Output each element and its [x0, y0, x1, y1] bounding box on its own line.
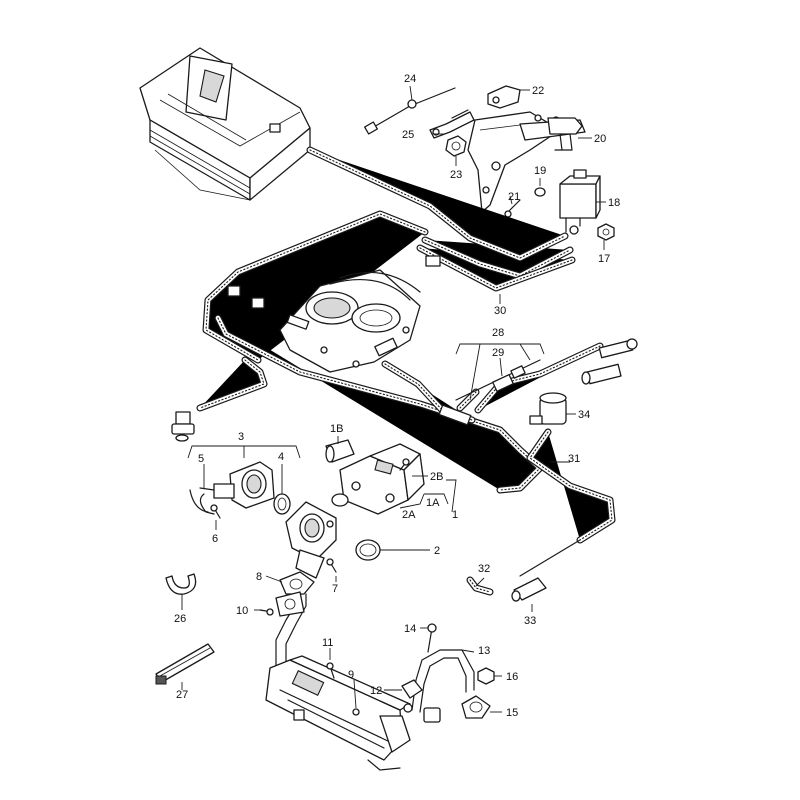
callout-4: 4 [278, 451, 284, 463]
callout-33: 33 [524, 615, 536, 627]
callout-5: 5 [198, 453, 204, 465]
bolt-6 [210, 504, 221, 519]
callout-3: 3 [238, 431, 244, 443]
bolt-11 [326, 662, 335, 679]
callout-27: 27 [176, 689, 188, 701]
cable-tie-27 [155, 643, 215, 685]
callout-30: 30 [494, 305, 506, 317]
bolt-7 [326, 558, 337, 573]
callout-12: 12 [370, 685, 382, 697]
callout-25: 25 [402, 129, 414, 141]
callout-19: 19 [534, 165, 546, 177]
callout-32: 32 [478, 563, 490, 575]
egr-cooler-9 [265, 655, 413, 771]
air-filter-housing [139, 47, 311, 201]
bolt-25 [429, 109, 475, 139]
egr-pipe [275, 591, 307, 671]
callout-labels: 24 22 25 20 23 19 21 18 17 30 28 29 34 3… [174, 73, 620, 719]
hose-clamp-26 [165, 573, 197, 595]
callout-1B: 1B [330, 423, 343, 435]
screw-24 [364, 87, 456, 135]
vacuum-hose-30 [206, 150, 572, 360]
hose-32 [470, 580, 490, 592]
vacuum-hose-31 [200, 318, 612, 577]
washer-19 [534, 187, 546, 197]
nut-16 [477, 667, 495, 685]
callout-2: 2 [434, 545, 440, 557]
callout-34: 34 [578, 409, 590, 421]
callout-22: 22 [532, 85, 544, 97]
callout-20: 20 [594, 133, 606, 145]
clip-22 [487, 85, 521, 109]
bolt-2B [399, 458, 410, 471]
hose-connector-29 [492, 365, 526, 392]
callout-14: 14 [404, 623, 416, 635]
throttle-body-3 [199, 461, 275, 515]
callout-21: 21 [508, 191, 520, 203]
vacuum-reservoir-34 [529, 392, 567, 425]
cover-1B [325, 439, 355, 463]
callout-13: 13 [478, 645, 490, 657]
callout-7: 7 [332, 583, 338, 595]
callout-26: 26 [174, 613, 186, 625]
callout-23: 23 [450, 169, 462, 181]
callout-1A: 1A [426, 497, 440, 509]
seal-ring-2 [355, 539, 381, 561]
callout-6: 6 [212, 533, 218, 545]
gasket-2A [331, 493, 349, 507]
callout-31: 31 [568, 453, 580, 465]
egr-valve-1A [339, 443, 425, 515]
callout-18: 18 [608, 197, 620, 209]
callout-10: 10 [236, 605, 248, 617]
gasket-12 [401, 679, 423, 699]
solenoid-valve-18 [559, 169, 601, 235]
callout-11: 11 [322, 637, 333, 649]
intake-manifold [279, 269, 421, 373]
gasket-4 [273, 493, 291, 515]
connector-20 [547, 117, 583, 151]
callout-2B: 2B [430, 471, 443, 483]
callout-24: 24 [404, 73, 416, 85]
callout-17: 17 [598, 253, 610, 265]
leader-lines [181, 85, 606, 713]
egr-pipe-13 [411, 649, 475, 723]
callout-28: 28 [492, 327, 504, 339]
gasket-15 [461, 695, 491, 719]
callout-15: 15 [506, 707, 518, 719]
screw-21 [504, 199, 521, 218]
bolt-14 [427, 623, 437, 653]
callout-1: 1 [452, 509, 458, 521]
connector-pipe-top [581, 338, 638, 385]
seal-5 [189, 489, 209, 513]
callout-29: 29 [492, 347, 504, 359]
pressure-sensor-left [171, 411, 195, 442]
nut-23 [445, 135, 467, 157]
callout-9: 9 [348, 669, 354, 681]
gasket-8 [279, 571, 315, 595]
connector-33 [511, 577, 547, 602]
nut-17 [597, 223, 615, 241]
callout-8: 8 [256, 571, 262, 583]
egr-flange-pipe-1 [285, 501, 337, 579]
callout-16: 16 [506, 671, 518, 683]
callout-2A: 2A [402, 509, 416, 521]
